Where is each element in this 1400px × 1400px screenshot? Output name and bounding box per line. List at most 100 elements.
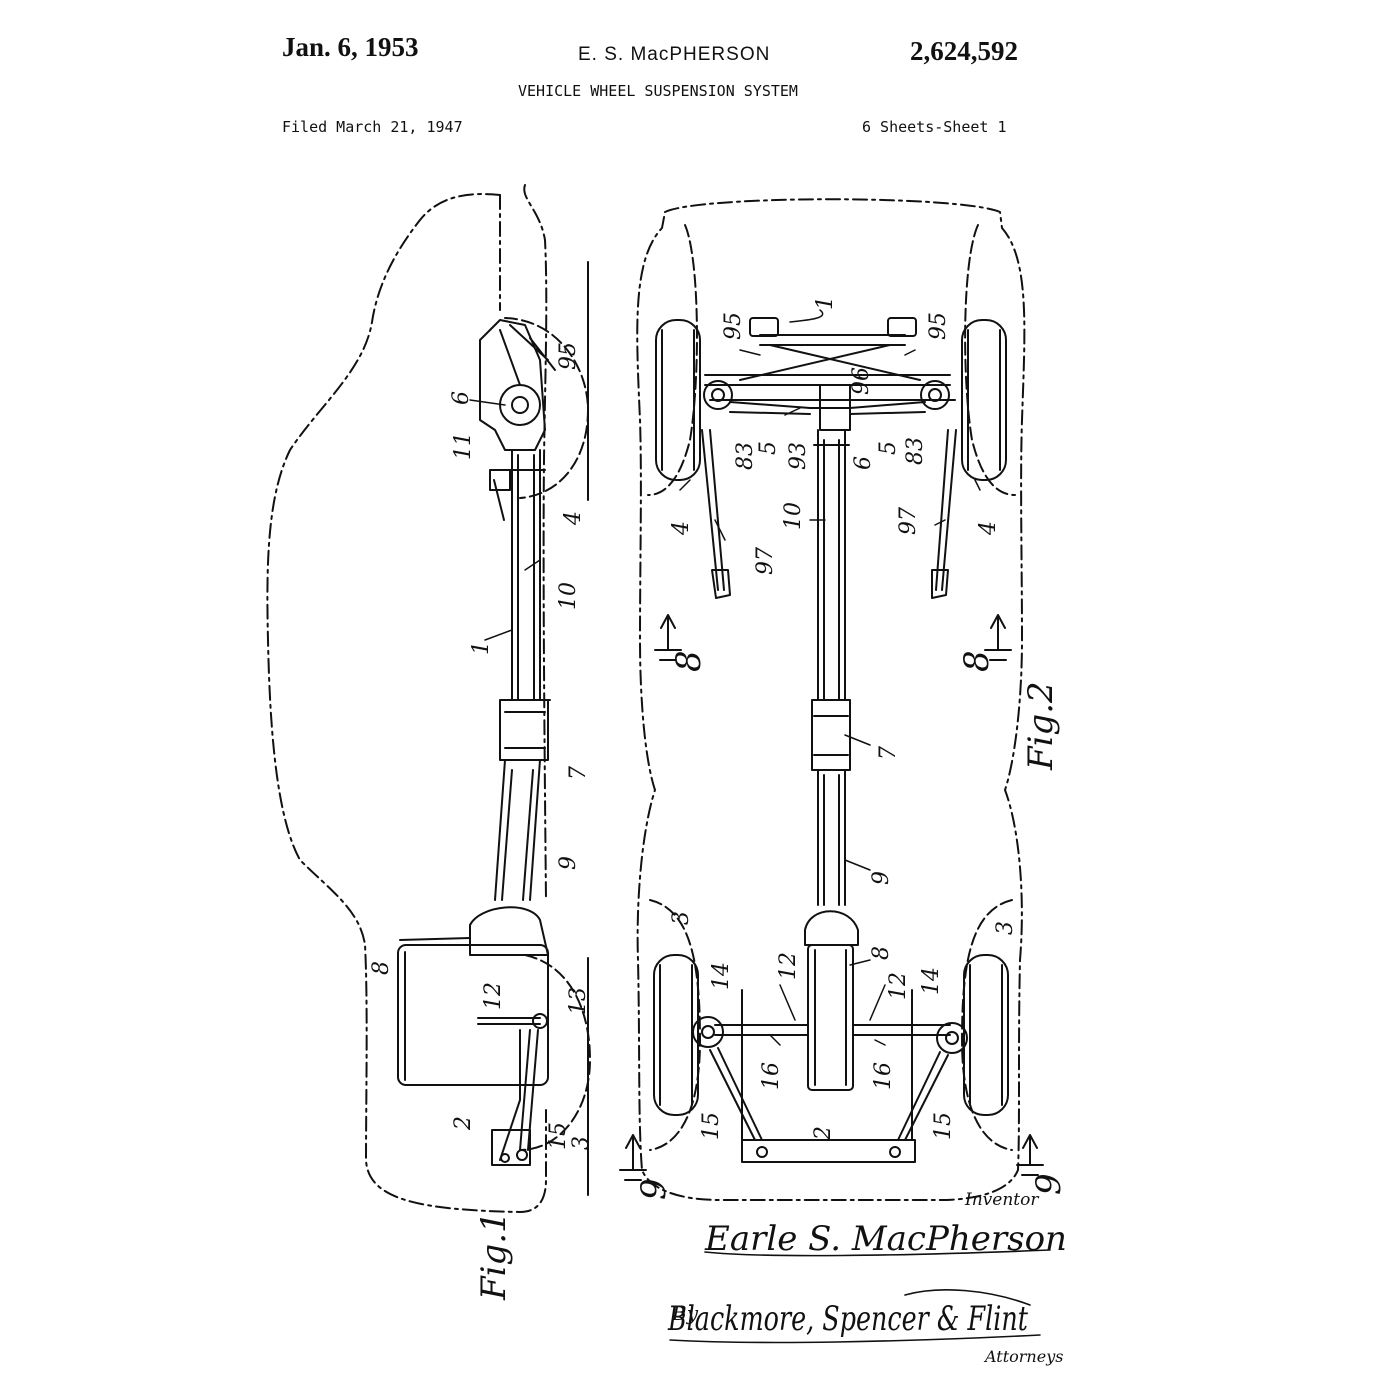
ref-fig2-97a: 97 xyxy=(753,547,778,575)
fig1-rear-bracket xyxy=(491,1129,531,1166)
ref-fig2-95b: 95 xyxy=(926,312,951,340)
fig2-mount-right xyxy=(887,317,917,337)
sheet-count: 6 Sheets-Sheet 1 xyxy=(862,118,1007,136)
ref-fig2-3a: 3 xyxy=(669,911,694,925)
fig1-bracket xyxy=(489,469,511,521)
fig2-rear-knuckle-left xyxy=(692,1016,724,1048)
fig1-rear-wheel xyxy=(519,954,591,1151)
fig1-body-outline xyxy=(266,193,547,1213)
ref-fig2-96: 96 xyxy=(849,367,874,395)
fig2-rear-strut-left xyxy=(709,1047,763,1141)
fig2-radius-rod-left xyxy=(701,429,725,591)
fig1-front-hub xyxy=(499,384,541,426)
fig1-center-bearing xyxy=(499,699,549,761)
ref-fig1-7: 7 xyxy=(566,766,591,780)
ref-fig2-5b: 5 xyxy=(876,441,901,455)
filed-date: Filed March 21, 1947 xyxy=(282,118,463,136)
fig1-drive-tube xyxy=(494,759,541,901)
attorneys-signature: Blackmore, Spencer & Flint xyxy=(667,1299,1028,1339)
ref-fig2-8a: 8 xyxy=(669,650,709,672)
fig2-rear-wheel-left xyxy=(653,954,699,1116)
ref-fig2-3b: 3 xyxy=(993,921,1018,935)
section-marks xyxy=(619,614,1044,1181)
ref-fig2-9a: 9 xyxy=(634,1178,674,1200)
fig1-side-view xyxy=(266,184,591,1213)
ref-fig1-12: 12 xyxy=(481,982,506,1010)
ref-fig2-95a: 95 xyxy=(721,312,746,340)
signature-flourishes xyxy=(669,1249,1051,1344)
fig2-front-wheel-right xyxy=(961,319,1007,481)
ref-fig2-6: 6 xyxy=(851,456,876,470)
fig1-link xyxy=(477,1017,541,1025)
fig2-fender-rear-left xyxy=(649,899,701,1151)
ref-fig1-3: 3 xyxy=(569,1136,594,1150)
ref-fig1-13: 13 xyxy=(566,987,591,1015)
by-label: By xyxy=(671,1301,699,1325)
ref-fig2-97b: 97 xyxy=(896,507,921,535)
ref-fig1-4: 4 xyxy=(561,511,586,526)
fig2-front-knuckle-right xyxy=(920,380,950,410)
fig2-torque-tube xyxy=(817,429,846,701)
ref-fig2-4b: 4 xyxy=(976,521,1001,536)
ref-fig2-83a: 83 xyxy=(733,442,758,470)
fig1-torque-tube xyxy=(511,449,541,701)
fig2-mount-left xyxy=(749,317,779,337)
fig2-plan-view xyxy=(619,198,1044,1201)
fig1-label: Fig.1 xyxy=(474,1211,514,1301)
patent-number: 2,624,592 xyxy=(910,36,1018,66)
fig2-fender-rear-right xyxy=(961,899,1013,1151)
ref-fig2-15a: 15 xyxy=(699,1112,724,1140)
inventor-signature: Earle S. MacPherson xyxy=(704,1219,1067,1259)
fig2-rear-axle xyxy=(714,1024,951,1036)
fig1-housing xyxy=(397,944,549,1086)
fig2-label: Fig.2 xyxy=(1021,681,1061,771)
ref-fig2-14a: 14 xyxy=(709,962,734,990)
fig2-front-diff xyxy=(814,384,856,431)
patent-date: Jan. 6, 1953 xyxy=(282,32,419,62)
fig2-front-wheel-left xyxy=(655,319,701,481)
ref-fig2-5a: 5 xyxy=(756,441,781,455)
ref-fig2-83b: 83 xyxy=(903,437,928,465)
fig2-rear-wheel-right xyxy=(963,954,1009,1116)
fig1-front-knuckle xyxy=(479,319,546,451)
fig2-steering-rod xyxy=(729,401,926,415)
ref-fig2-10: 10 xyxy=(781,502,806,530)
fig1-differential xyxy=(469,906,549,956)
ref-fig1-95: 95 xyxy=(556,342,581,370)
fig2-rear-strut-right xyxy=(897,1051,949,1141)
fig2-rear-diff xyxy=(804,910,859,946)
fig2-front-knuckle-left xyxy=(703,380,733,410)
ref-fig1-10: 10 xyxy=(556,582,581,610)
fig1-front-outline xyxy=(499,184,548,901)
ref-fig2-15b: 15 xyxy=(931,1112,956,1140)
ref-fig1-6: 6 xyxy=(449,391,474,405)
fig2-body-outline xyxy=(636,198,1026,1201)
ref-fig2-2: 2 xyxy=(811,1126,836,1141)
ref-fig1-8: 8 xyxy=(369,961,394,975)
fig1-front-wheel xyxy=(504,317,589,499)
ref-fig2-12b: 12 xyxy=(886,972,911,1000)
ref-fig2-93: 93 xyxy=(786,442,811,470)
ref-fig1-2: 2 xyxy=(451,1116,476,1131)
fig2-rear-knuckle-right xyxy=(936,1022,968,1054)
fig2-rear-housing xyxy=(807,944,854,1091)
fig2-radius-rod-right xyxy=(935,429,957,591)
ref-fig1-1: 1 xyxy=(469,641,494,655)
fig2-rear-cross-member xyxy=(741,1139,916,1163)
ref-fig2-16a: 16 xyxy=(759,1062,784,1090)
ref-fig2-12a: 12 xyxy=(776,952,801,980)
ref-fig2-7: 7 xyxy=(876,746,901,760)
ref-fig1-9: 9 xyxy=(556,856,581,870)
attorneys-label: Attorneys xyxy=(983,1347,1063,1366)
ref-fig2-1: 1 xyxy=(813,296,838,310)
leader-lines xyxy=(469,309,981,1046)
inventor-label: Inventor xyxy=(964,1190,1039,1210)
ref-fig2-8c: 8 xyxy=(869,946,894,960)
ref-fig2-9: 9 xyxy=(869,871,894,885)
ref-fig2-16b: 16 xyxy=(871,1062,896,1090)
fig2-rear-tube xyxy=(817,769,846,906)
ref-fig2-9b: 9 xyxy=(1029,1173,1069,1195)
patent-title: VEHICLE WHEEL SUSPENSION SYSTEM xyxy=(518,82,798,100)
ref-fig2-14b: 14 xyxy=(919,967,944,995)
